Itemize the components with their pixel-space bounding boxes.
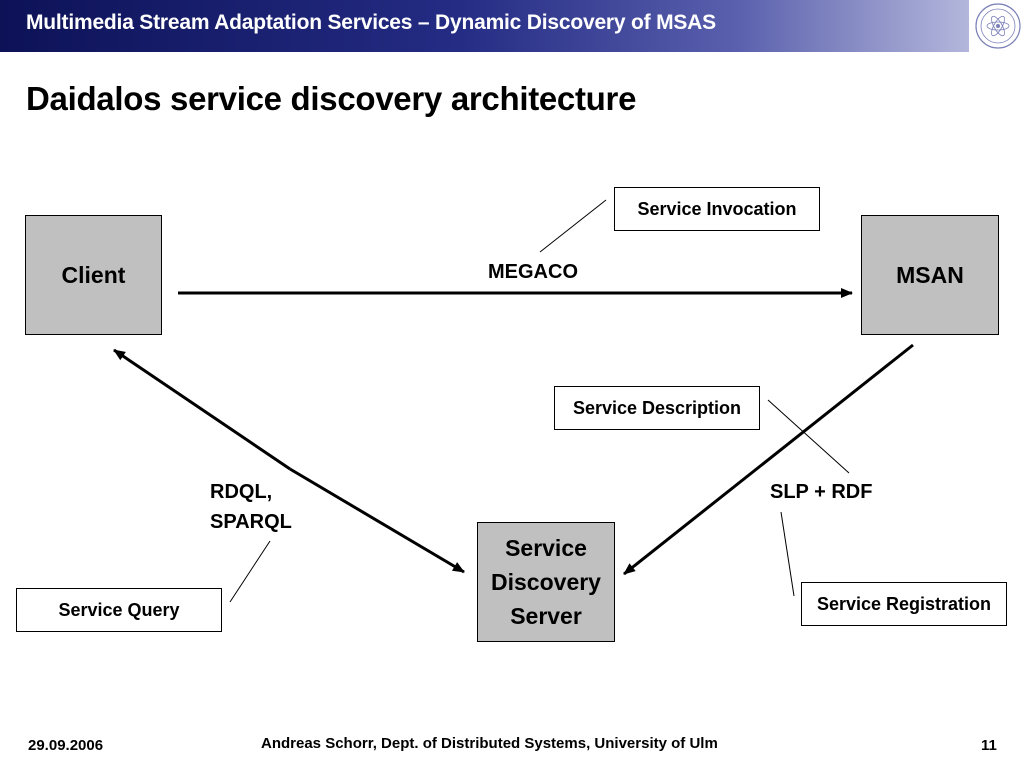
service-query-callout: Service Query <box>16 588 222 632</box>
service-invocation-callout: Service Invocation <box>614 187 820 231</box>
rdql-sparql-label: RDQL, SPARQL <box>210 477 292 537</box>
leader-service-invocation <box>539 199 607 253</box>
rdql-label-line2: SPARQL <box>210 511 292 533</box>
msan-node: MSAN <box>861 215 999 335</box>
client-label: Client <box>61 262 126 288</box>
arrow-client-to-sds <box>289 467 465 574</box>
header-title: Multimedia Stream Adaptation Services – … <box>26 11 716 34</box>
arrow-msan-to-sds <box>623 343 914 576</box>
service-discovery-server-node: Service Discovery Server <box>477 522 615 642</box>
leader-service-query <box>229 540 271 603</box>
leader-service-description <box>767 399 850 474</box>
footer-author: Andreas Schorr, Dept. of Distributed Sys… <box>261 735 718 752</box>
service-description-text: Service Description <box>572 397 742 418</box>
service-registration-text: Service Registration <box>816 593 992 614</box>
sds-label-line3: Server <box>510 603 582 629</box>
service-query-text: Service Query <box>58 599 180 620</box>
leader-service-registration <box>780 511 795 597</box>
header-bar: Multimedia Stream Adaptation Services – … <box>0 0 1024 52</box>
footer-date: 29.09.2006 <box>28 737 104 754</box>
sds-label-line1: Service <box>505 535 587 561</box>
sds-label-line2: Discovery <box>491 569 601 595</box>
service-invocation-text: Service Invocation <box>637 198 797 219</box>
arrow-sds-to-client <box>113 348 291 471</box>
megaco-label: MEGACO <box>488 261 578 283</box>
msan-label: MSAN <box>896 262 964 288</box>
slide-title: Daidalos service discovery architecture <box>26 80 637 117</box>
slp-rdf-label: SLP + RDF <box>770 481 873 503</box>
footer-page-number: 11 <box>981 737 997 754</box>
university-seal-icon <box>969 0 1024 52</box>
rdql-label-line1: RDQL, <box>210 481 273 503</box>
client-node: Client <box>25 215 162 335</box>
service-registration-callout: Service Registration <box>801 582 1007 626</box>
service-description-callout: Service Description <box>554 386 760 430</box>
